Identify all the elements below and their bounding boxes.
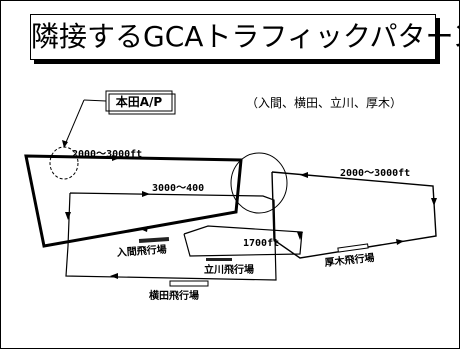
atsugi-runway [337,243,369,253]
inner-pattern [183,225,303,257]
arrow-center-bottom [110,273,118,279]
arrow-center-top [142,191,150,197]
iruma-runway [138,236,170,244]
center-conflict-circle [230,152,288,214]
arrow-right-side [431,198,437,206]
airports-note: （入間、横田、立川、厚木） [246,95,402,110]
iruma-airfield-label: 入間飛行場 [116,243,167,259]
center-altitude-label: 3000～400 [152,183,204,194]
inner-altitude-label: 1700ft [243,238,279,249]
arrow-right-top [300,172,308,178]
arrow-right-bottom [396,239,404,245]
callout-leader [83,99,107,102]
left-pattern [24,154,243,248]
center-pattern [65,192,277,281]
slide-title: 隣接するGCAトラフィックパターン [31,20,460,53]
left-altitude-label: 2000～3000ft [72,149,142,160]
yokota-airfield-label: 横田飛行場 [149,289,199,302]
tachikawa-airfield-label: 立川飛行場 [204,263,254,276]
arrow-left-bottom [140,226,148,232]
callout-label: 本田A/P [116,94,163,109]
yokota-runway [169,280,209,287]
arrow-left-top [112,155,120,161]
right-pattern [271,171,437,259]
arrow-center-left [65,212,71,220]
title-box: 隣接するGCAトラフィックパターン [30,14,460,60]
arrow-inner [297,232,303,240]
right-altitude-label: 2000～3000ft [340,168,410,179]
tachikawa-runway [206,258,232,261]
